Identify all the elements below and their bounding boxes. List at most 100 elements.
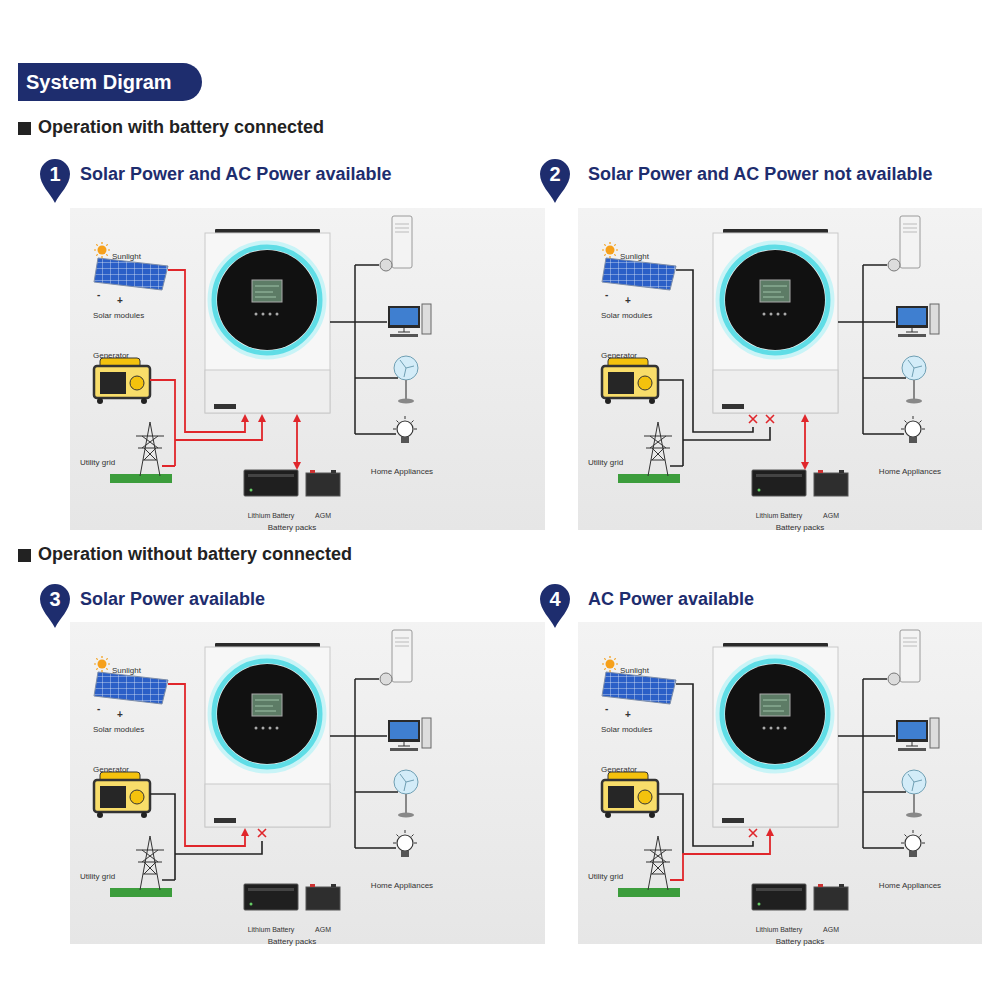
panel-box: Sunlight-+Solar modulesGeneratorUtility … (70, 208, 545, 530)
scenario-panel: Solar Power available Sunlight - + Solar mo… (70, 580, 545, 944)
scenario-panel: AC Power available Sunlight-+Solar modul… (578, 580, 982, 944)
component-label: Home Appliances (371, 467, 433, 476)
label-holder: Battery packs (268, 516, 316, 534)
label-holder: - (605, 698, 608, 716)
system-illustration (801, 462, 809, 470)
label-holder: Home Appliances (371, 460, 433, 478)
label-holder: - (97, 698, 100, 716)
component-label: Lithium Battery (248, 926, 295, 934)
label-holder: Generator (93, 758, 129, 776)
panel-heading: Solar Power and AC Power available (80, 164, 391, 185)
label-holder: + (625, 704, 631, 722)
component-label: AGM (823, 512, 839, 520)
section-bullets (18, 122, 31, 135)
label-holder: + (117, 704, 123, 722)
marker-number: 2 (538, 157, 572, 191)
component-label: Home Appliances (371, 881, 433, 890)
panel-heading: Solar Power and AC Power not available (588, 164, 932, 185)
component-label: Battery packs (268, 937, 316, 946)
system-illustration (578, 622, 982, 944)
component-label: Utility grid (80, 872, 115, 881)
system-illustration (94, 216, 431, 496)
component-label: Utility grid (588, 458, 623, 467)
component-label: Solar modules (93, 311, 144, 320)
label-holder: Lithium Battery (248, 918, 295, 936)
component-label: Home Appliances (879, 881, 941, 890)
label-holder: Operation without battery connected (38, 544, 352, 565)
label-holder: Utility grid (588, 865, 623, 883)
panel-heading: Solar Power available (80, 589, 265, 610)
component-label: Solar modules (93, 725, 144, 734)
title-text: System Digram (18, 63, 172, 101)
system-illustration (602, 630, 939, 910)
component-label: Generator (93, 765, 129, 774)
polarity-mark: - (97, 289, 100, 301)
marker-number: 1 (38, 157, 72, 191)
component-label: Battery packs (268, 523, 316, 532)
title-banner: System Digram (18, 63, 202, 101)
label-holder: - (605, 284, 608, 302)
component-label: AGM (823, 926, 839, 934)
system-illustration (70, 208, 545, 530)
label-holder: Utility grid (80, 451, 115, 469)
system-illustration (602, 216, 939, 496)
system-illustration (293, 414, 301, 422)
polarity-mark: + (625, 295, 631, 307)
component-label: Sunlight (620, 252, 649, 261)
label-holder: Sunlight (112, 245, 141, 263)
component-label: Sunlight (112, 252, 141, 261)
label-holder: Home Appliances (879, 874, 941, 892)
component-label: Battery packs (776, 937, 824, 946)
system-illustration (70, 622, 545, 944)
label-holder: Operation with battery connected (38, 117, 324, 138)
section-bullets (18, 549, 31, 562)
polarity-mark: + (117, 709, 123, 721)
label-holder: Generator (601, 344, 637, 362)
component-label: Lithium Battery (756, 512, 803, 520)
system-illustration (258, 829, 266, 837)
system-illustration (658, 684, 753, 854)
label-holder: - (97, 284, 100, 302)
component-label: Battery packs (776, 523, 824, 532)
system-illustration (296, 422, 298, 462)
section-heading: Operation without battery connected (38, 544, 352, 565)
polarity-mark: - (97, 703, 100, 715)
system-illustration (241, 828, 249, 836)
polarity-mark: - (605, 703, 608, 715)
component-label: Solar modules (601, 725, 652, 734)
polarity-mark: + (117, 295, 123, 307)
label-holder: AGM (315, 918, 331, 936)
system-illustration (801, 414, 809, 422)
scenario-panel: Solar Power and AC Power available Sunli… (70, 160, 545, 530)
system-illustration (749, 829, 757, 837)
component-label: Sunlight (112, 666, 141, 675)
label-holder: Lithium Battery (248, 504, 295, 522)
system-illustration (578, 208, 982, 530)
label-holder: Sunlight (620, 659, 649, 677)
component-label: Utility grid (588, 872, 623, 881)
component-label: Generator (601, 351, 637, 360)
label-holder: AGM (315, 504, 331, 522)
number-marker: 1 (38, 157, 72, 203)
label-holder: Solar modules (601, 304, 652, 322)
panel-box: Sunlight - +Solar modulesGeneratorUtility … (578, 208, 982, 530)
number-marker: 4 (538, 582, 572, 628)
panel-box: Sunlight - + Solar modulesGeneratorUtility … (70, 622, 545, 944)
system-illustration (670, 835, 770, 880)
system-illustration (258, 414, 266, 422)
component-label: AGM (315, 512, 331, 520)
panel-box: Sunlight-+Solar modulesGeneratorUtility … (578, 622, 982, 944)
polarity-mark: - (605, 289, 608, 301)
component-label: Utility grid (80, 458, 115, 467)
system-illustration (658, 270, 770, 466)
label-holder: Home Appliances (371, 874, 433, 892)
number-marker: 2 (538, 157, 572, 203)
system-illustration (168, 684, 245, 846)
component-label: Lithium Battery (248, 512, 295, 520)
label-holder: Lithium Battery (756, 918, 803, 936)
label-holder: Solar modules (601, 718, 652, 736)
system-illustration (293, 462, 301, 470)
label-holder: Utility grid (80, 865, 115, 883)
label-holder: Battery packs (776, 930, 824, 948)
